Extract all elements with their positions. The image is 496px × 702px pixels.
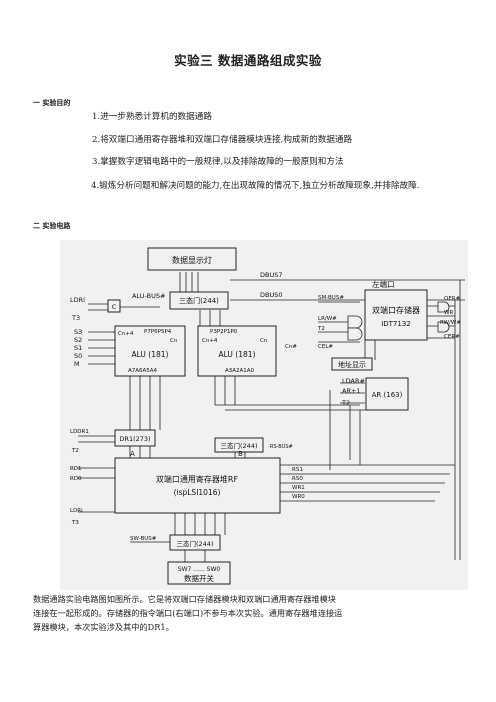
address-display-label: 地址显示 xyxy=(338,360,366,369)
c-box-label: C xyxy=(112,303,117,311)
cn4-label-2: Cn+4 xyxy=(202,338,218,344)
objective-item: 2.将双端口通用寄存器堆和双端口存储器模块连接,构成新的数据通路 xyxy=(92,135,353,145)
a7-label: A7A6A5A4 xyxy=(128,368,158,374)
ldri-rf-label: LDRi xyxy=(70,508,83,514)
s2-label: S2 xyxy=(74,336,82,344)
circuit-diagram: 数据显示灯 DBUS7 DBUS0 ALU-BUS# 三态门(244) LDRi… xyxy=(60,240,468,590)
rs0-label: RS0 xyxy=(292,476,303,482)
rs1-label: RS1 xyxy=(292,467,303,473)
sw-bus-label: SW-BUS# xyxy=(130,536,157,542)
cer-label: CER# xyxy=(444,334,460,340)
t2-dr1-label: T2 xyxy=(71,448,79,454)
register-file-chip-label: (ispLSI1016) xyxy=(174,488,221,497)
port-a-label: A xyxy=(130,450,135,458)
a3-label: A3A2A1A0 xyxy=(225,368,255,374)
description-line: 算器模块，本次实验涉及其中的DR1。 xyxy=(33,622,174,632)
data-switches-label: 数据开关 xyxy=(184,573,214,583)
alu-right-label: ALU (181) xyxy=(219,350,256,359)
s1-label: S1 xyxy=(74,344,82,352)
left-port-label: 左端口 xyxy=(372,279,395,289)
ar-label: AR (163) xyxy=(372,391,403,399)
switch-range-label: SW7 ...... SW0 xyxy=(178,566,221,573)
description-line: 数据通路实验电路图如图所示。它是将双端口存储器模块和双端口通用寄存器堆模块 xyxy=(33,594,336,604)
page-title: 实验三 数据通路组成实验 xyxy=(174,53,322,68)
dbus0-label: DBUS0 xyxy=(260,291,282,299)
alu-tristate-label: 三态门(244) xyxy=(179,296,219,305)
memory-title: 双端口存储器 xyxy=(372,305,420,315)
ldor-label: LDDR1 xyxy=(70,429,89,435)
rd1-label: RD1 xyxy=(70,466,82,472)
dr1-label: DR1(273) xyxy=(119,435,150,443)
objective-item: 4.锻炼分析问题和解决问题的能力,在出现故障的情况下,独立分析故障现象,并排除故… xyxy=(91,181,420,191)
ldar-label: LDAR# xyxy=(342,377,365,385)
memory-chip-label: IDT7132 xyxy=(381,320,411,328)
sm-bus-label: SM-BUS# xyxy=(318,295,344,301)
dbus7-label: DBUS7 xyxy=(260,271,282,279)
register-file-title: 双端口通用寄存器堆RF xyxy=(156,474,239,484)
section-heading-objectives: 一 实验目的 xyxy=(33,98,71,107)
rs-tristate-label: 三态门(244) xyxy=(221,441,258,450)
description-line: 连接在一起形成的。存储器的指令端口(右端口)不参与本次实验。通用寄存器堆连接运 xyxy=(33,608,343,618)
wr-label: WR xyxy=(444,310,453,316)
rs-bus-label: RS-BUS# xyxy=(270,444,293,450)
objective-item: 3.掌握数字逻辑电路中的一般规律,以及排除故障的一般原则和方法 xyxy=(92,157,344,167)
m-label: M xyxy=(74,360,80,368)
cn4-label: Cn+4 xyxy=(118,331,134,337)
ldri-label: LDRi xyxy=(70,296,85,304)
cn-label-2: Cn xyxy=(260,338,268,344)
sw-tristate-label: 三态门(244) xyxy=(177,539,214,548)
rw-label: RW/W# xyxy=(440,320,461,326)
oer-label: OER# xyxy=(444,296,461,302)
wr0-label: WR0 xyxy=(292,494,305,500)
t2-label: T2 xyxy=(317,326,325,332)
display-lights-label: 数据显示灯 xyxy=(172,255,212,265)
t2-ar-label: T2 xyxy=(341,399,350,407)
rd0-label: RD0 xyxy=(70,476,82,482)
t3-rf-label: T3 xyxy=(71,520,79,526)
cel-label: CEL# xyxy=(318,344,333,350)
port-b-label: B xyxy=(238,450,243,458)
alu-bus-label: ALU-BUS# xyxy=(132,292,165,300)
wr1-label: WR1 xyxy=(292,485,305,491)
s0-label: S0 xyxy=(74,352,82,360)
cn-hash-label: Cn# xyxy=(285,344,297,350)
lrw-label: LR/W# xyxy=(318,316,337,322)
p3-label: P3P2P1P0 xyxy=(210,329,238,335)
cn-label: Cn xyxy=(170,338,178,344)
s3-label: S3 xyxy=(74,328,82,336)
t3-label: T3 xyxy=(71,314,80,322)
alu-left-label: ALU (181) xyxy=(132,350,169,359)
objective-item: 1.进一步熟悉计算机的数据通路 xyxy=(92,112,212,122)
section-heading-circuit: 二 实验电路 xyxy=(33,221,71,230)
ar-inc-label: AR+1 xyxy=(342,387,361,395)
p7-label: P7P6P5P4 xyxy=(144,329,172,335)
